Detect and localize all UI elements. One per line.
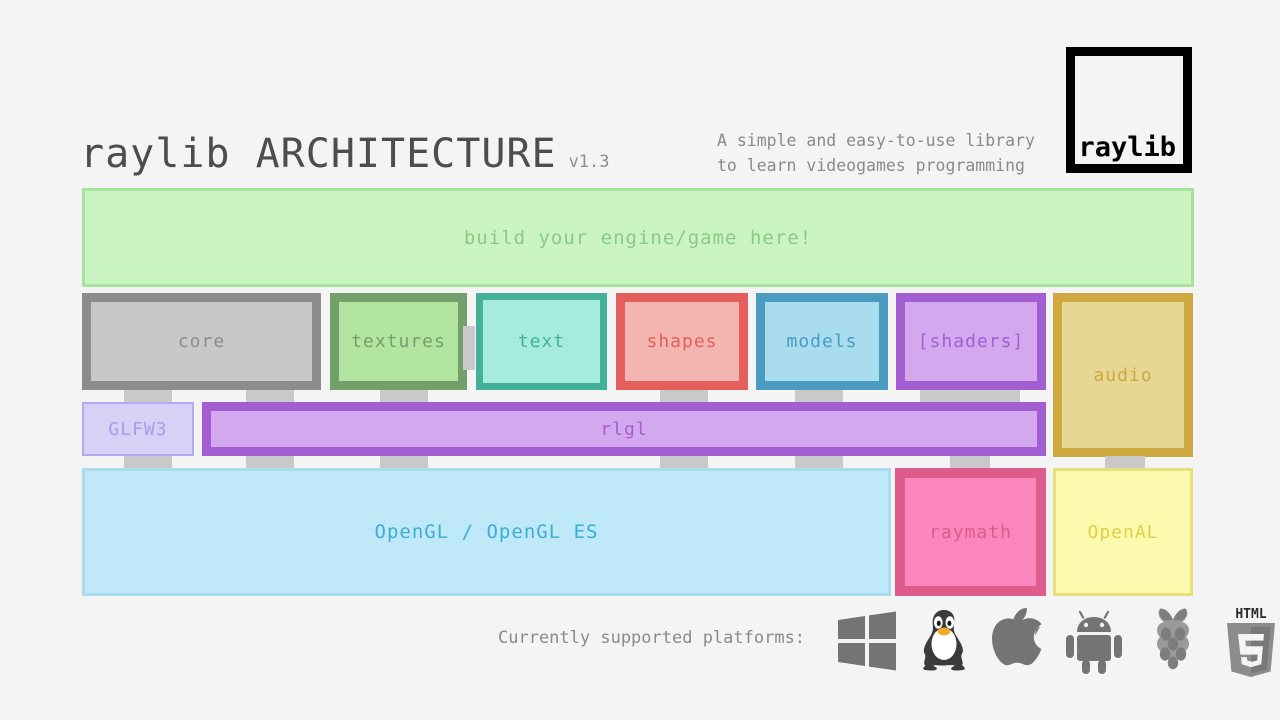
block-audio: audio: [1053, 293, 1193, 457]
android-icon: [1066, 610, 1122, 674]
block-label-core: core: [177, 331, 226, 352]
block-label-shaders: [shaders]: [917, 331, 1025, 352]
block-opengl: OpenGL / OpenGL ES: [82, 468, 891, 596]
tagline-line-2: to learn videogames programming: [717, 156, 1025, 175]
block-rlgl: rlgl: [202, 402, 1046, 456]
windows-icon: [838, 611, 896, 671]
connector-tab: [660, 456, 708, 468]
block-label-rlgl: rlgl: [600, 418, 648, 440]
raylib-logo: raylib: [1066, 47, 1192, 173]
connector-tab: [124, 390, 172, 402]
svg-text:HTML: HTML: [1235, 607, 1266, 622]
block-text: text: [476, 293, 607, 390]
html5-icon: HTML: [1227, 607, 1275, 677]
page-title-text: raylib ARCHITECTURE: [80, 131, 557, 177]
connector-tab: [380, 456, 428, 468]
platforms-label: Currently supported platforms:: [498, 628, 806, 648]
connector-tab: [660, 390, 708, 402]
block-raymath: raymath: [895, 468, 1046, 596]
block-label-raymath: raymath: [929, 521, 1012, 543]
block-shapes: shapes: [616, 293, 748, 390]
connector-tab: [124, 456, 172, 468]
block-label-glfw3: GLFW3: [108, 418, 168, 440]
tagline-line-1: A simple and easy-to-use library: [717, 131, 1035, 150]
apple-icon: [992, 607, 1042, 666]
block-openal: OpenAL: [1053, 468, 1193, 596]
block-core: core: [82, 293, 321, 390]
block-glfw3: GLFW3: [82, 402, 194, 456]
linux-icon: [923, 610, 965, 671]
block-label-models: models: [786, 331, 858, 352]
block-textures: textures: [330, 293, 467, 390]
block-label-shapes: shapes: [646, 331, 718, 352]
block-label-openal: OpenAL: [1087, 521, 1159, 543]
connector-tab: [950, 456, 990, 468]
connector-tab: [920, 390, 1020, 402]
block-user-layer: build your engine/game here!: [82, 188, 1194, 287]
connector-tab: [1105, 456, 1145, 468]
connector-tab: [246, 390, 294, 402]
block-label-text: text: [517, 331, 566, 352]
connector-tab: [380, 390, 428, 402]
raylib-logo-text: raylib: [1078, 132, 1176, 163]
block-label-user-layer: build your engine/game here!: [463, 226, 813, 249]
connector-tab: [463, 326, 475, 370]
block-models: models: [756, 293, 888, 390]
block-label-textures: textures: [351, 331, 446, 352]
block-label-opengl: OpenGL / OpenGL ES: [374, 521, 599, 543]
tagline: A simple and easy-to-use library to lear…: [717, 128, 1057, 178]
version-label: v1.3: [568, 152, 610, 172]
page-title: raylib ARCHITECTURE v1.3: [80, 131, 610, 177]
platform-icons: HTML: [836, 605, 1280, 677]
block-label-audio: audio: [1093, 364, 1153, 386]
connector-tab: [246, 456, 294, 468]
block-shaders: [shaders]: [896, 293, 1046, 390]
raspberry-pi-icon: [1157, 608, 1189, 670]
connector-tab: [795, 390, 843, 402]
connector-tab: [795, 456, 843, 468]
